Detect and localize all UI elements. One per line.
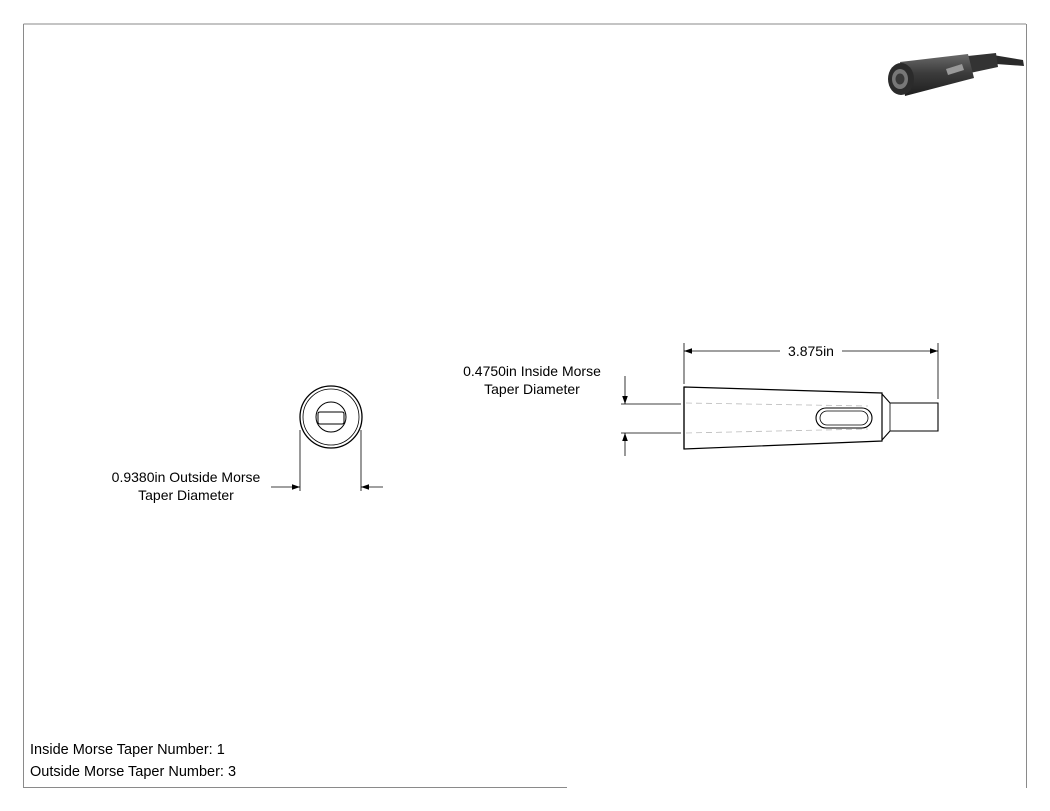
outside-diameter-dimension bbox=[271, 430, 383, 491]
inside-diameter-label-2: Taper Diameter bbox=[484, 381, 580, 397]
end-view bbox=[299, 385, 363, 449]
drawing-border bbox=[23, 23, 1027, 788]
inside-taper-note: Inside Morse Taper Number: 1 bbox=[30, 742, 225, 758]
inside-diameter-label-1: 0.4750in Inside Morse bbox=[463, 363, 601, 379]
outside-taper-note: Outside Morse Taper Number: 3 bbox=[30, 764, 236, 780]
length-dimension bbox=[683, 343, 939, 399]
outside-diameter-label-1: 0.9380in Outside Morse bbox=[112, 469, 261, 485]
inside-diameter-dimension bbox=[621, 376, 681, 456]
length-label: 3.875in bbox=[788, 343, 834, 359]
side-view bbox=[683, 386, 939, 450]
drift-slot bbox=[815, 407, 873, 429]
outside-diameter-label-2: Taper Diameter bbox=[138, 487, 234, 503]
isometric-view bbox=[888, 53, 1024, 96]
